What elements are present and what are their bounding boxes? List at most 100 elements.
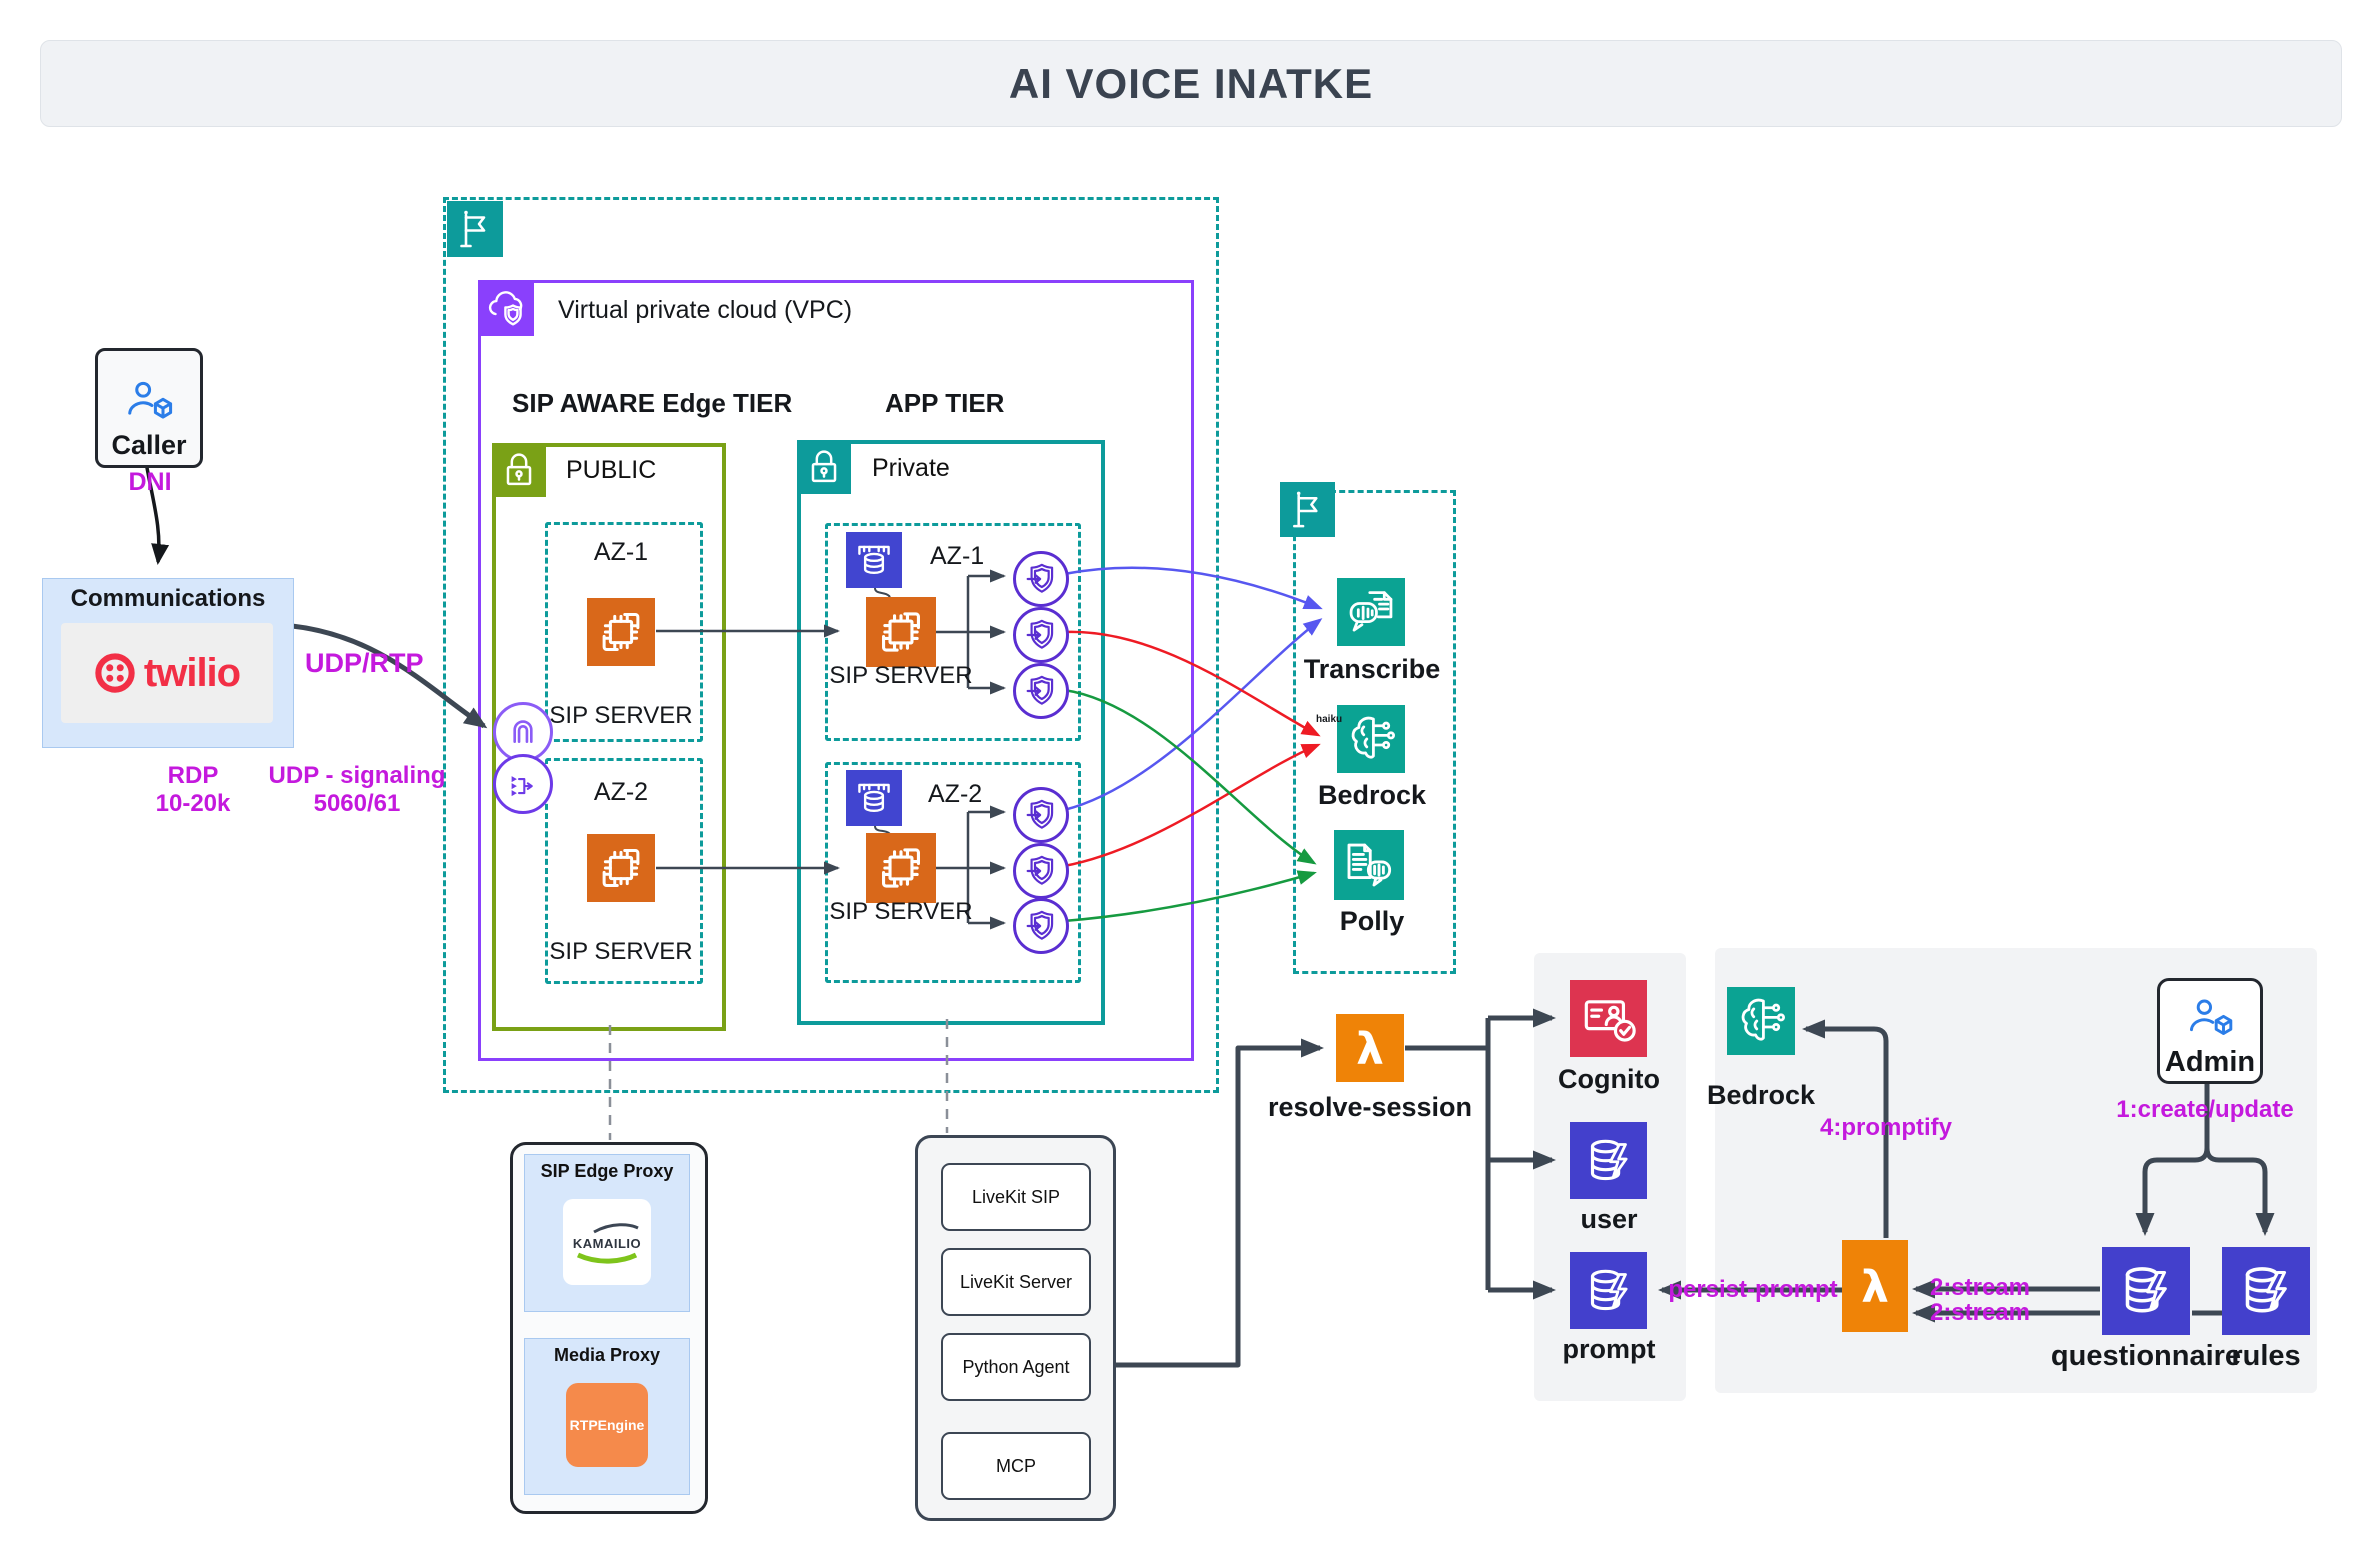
udp-signaling-label: UDP - signaling 5060/61 [268, 762, 446, 817]
edge-az2-transcribe [1063, 618, 1323, 812]
public-az2-label: AZ-2 [593, 778, 649, 806]
private-lock-icon [797, 440, 851, 494]
rules-label: rules [2231, 1340, 2301, 1372]
bedrock-icon [1337, 705, 1405, 773]
person-cube-icon [2183, 992, 2237, 1046]
media-proxy-title: Media Proxy [553, 1345, 661, 1365]
python-agent-box: Python Agent [941, 1333, 1091, 1401]
person-cube-icon [121, 374, 177, 430]
livekit-server-label: LiveKit Server [959, 1271, 1073, 1292]
edge-az1-bedrock [1063, 630, 1321, 737]
create-update-label: 1:create/update [2116, 1096, 2294, 1123]
questionnaire-label: questionnaire [2050, 1340, 2242, 1372]
polly-label: Polly [1339, 906, 1405, 936]
public-az1-sip-icon [587, 598, 655, 666]
udp-rtp-label: UDP/RTP [305, 648, 424, 678]
vpc-endpoint-icon [1013, 787, 1069, 843]
prompt-table-icon [1570, 1252, 1647, 1329]
app-az1-sip-icon [866, 597, 936, 667]
genai-region-boundary [1293, 490, 1456, 974]
user-table-label: user [1580, 1204, 1638, 1234]
edge-az1-transcribe [1063, 566, 1323, 610]
livekit-sip-label: LiveKit SIP [971, 1186, 1061, 1207]
cognito-icon [1570, 980, 1647, 1057]
persist-prompt-label: persist-prompt [1668, 1276, 1838, 1303]
rtpengine-label: RTPEngine [569, 1417, 645, 1433]
edge-caller-comms [144, 461, 170, 565]
sip-edge-proxy-title: SIP Edge Proxy [540, 1161, 674, 1181]
resolve-session-lambda-icon [1336, 1014, 1404, 1082]
vpc-endpoint-icon [1013, 607, 1069, 663]
dni-label: DNI [128, 468, 172, 496]
app-tier-heading: APP TIER [885, 388, 1005, 418]
livekit-server-box: LiveKit Server [941, 1248, 1091, 1316]
transcribe-label: Transcribe [1303, 654, 1441, 684]
twilio-icon [95, 653, 135, 693]
mcp-label: MCP [996, 1455, 1036, 1476]
vpc-region-boundary [443, 197, 1219, 1093]
cognito-label: Cognito [1558, 1064, 1660, 1094]
prompt-table-label: prompt [1562, 1334, 1656, 1364]
edge-az2-polly [1063, 870, 1317, 923]
edge-admin-rules [2204, 1147, 2275, 1236]
rules-table-icon [2222, 1247, 2310, 1335]
transcribe-icon [1337, 578, 1405, 646]
admin-label: Admin [2164, 1046, 2256, 1078]
public-az2-box [545, 758, 703, 984]
vpc-endpoint-icon [1013, 663, 1069, 719]
stream-label-2: 2:stream [1929, 1299, 2031, 1326]
vpc-icon [478, 280, 534, 336]
app-az2-sip-label: SIP SERVER [829, 898, 973, 925]
rdp-label: RDP 10-20k [155, 762, 231, 817]
edge-promptify [1802, 1019, 1889, 1238]
user-table-icon [1570, 1122, 1647, 1199]
sip-edge-proxy-box: SIP Edge Proxy KAMAILIO [524, 1154, 690, 1312]
python-agent-label: Python Agent [962, 1356, 1070, 1377]
app-az2-label: AZ-2 [928, 780, 983, 808]
promptify-lambda-icon [1842, 1240, 1908, 1332]
edge-comms-lb [291, 623, 488, 729]
public-label: PUBLIC [566, 456, 657, 484]
admin-bedrock-icon [1727, 987, 1795, 1055]
questionnaire-table-icon [2102, 1247, 2190, 1335]
vpc-title: Virtual private cloud (VPC) [558, 296, 853, 324]
public-az1-sip-label: SIP SERVER [549, 702, 693, 729]
polly-icon [1334, 830, 1404, 900]
twilio-wordmark: twilio [143, 650, 241, 695]
caller-node: Caller [95, 348, 203, 468]
bedrock-label: Bedrock [1317, 780, 1427, 810]
twilio-logo: twilio [61, 623, 273, 723]
communications-box: Communications twilio [42, 578, 294, 748]
edge-agent-resolve [1088, 1038, 1324, 1368]
page-title: AI VOICE INATKE [1008, 59, 1374, 107]
admin-bedrock-label: Bedrock [1706, 1080, 1816, 1110]
rtpengine-box: RTPEngine [566, 1383, 648, 1467]
region-flag-icon [447, 201, 503, 257]
livekit-sip-box: LiveKit SIP [941, 1163, 1091, 1231]
load-balancer-icon [493, 754, 553, 814]
haiku-note: haiku [1316, 714, 1343, 725]
caller-label: Caller [111, 430, 187, 460]
edge-tier-heading: SIP AWARE Edge TIER [512, 388, 793, 418]
stream-label-1: 2:stream [1929, 1274, 2031, 1301]
communications-title: Communications [70, 585, 266, 612]
resolve-session-label: resolve-session [1267, 1092, 1473, 1122]
private-label: Private [872, 454, 950, 482]
public-az2-sip-icon [587, 834, 655, 902]
edge-az2-bedrock [1063, 743, 1321, 868]
promptify-label: 4:promptify [1820, 1114, 1952, 1141]
app-az1-cache-icon [846, 532, 902, 588]
public-lock-icon [492, 443, 546, 497]
vpc-box [478, 280, 1194, 1061]
app-az1-sip-label: SIP SERVER [829, 662, 973, 689]
admin-node: Admin [2157, 978, 2263, 1084]
edge-az1-polly [1063, 688, 1317, 865]
vpc-endpoint-icon [1013, 898, 1069, 954]
app-az2-sip-icon [866, 833, 936, 903]
public-az2-sip-label: SIP SERVER [549, 938, 693, 965]
kamailio-logo: KAMAILIO [563, 1199, 651, 1285]
mcp-box: MCP [941, 1432, 1091, 1500]
nat-gateway-icon [493, 702, 553, 762]
